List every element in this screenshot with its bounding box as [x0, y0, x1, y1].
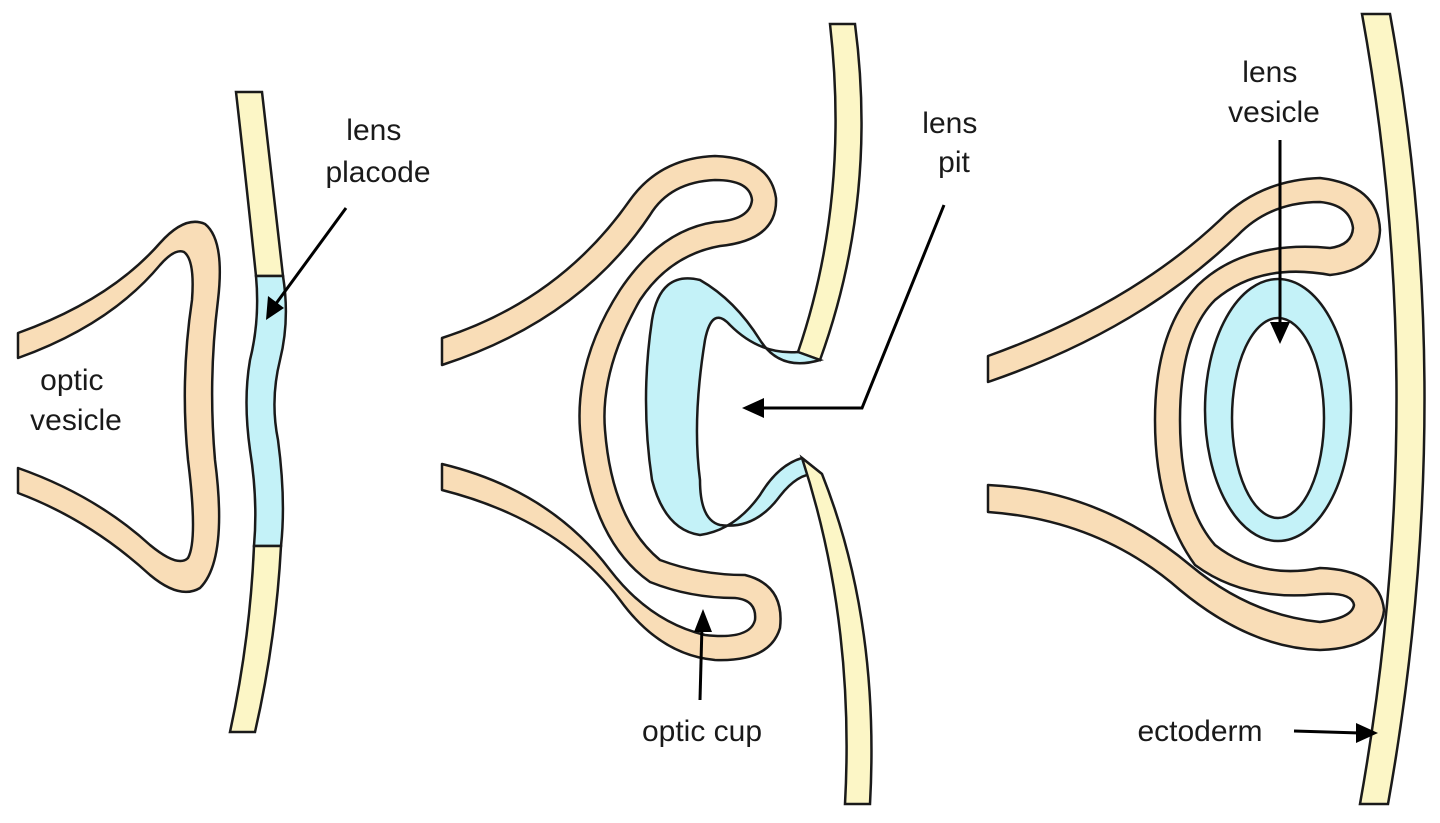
optic-vesicle-label: optic vesicle: [30, 364, 122, 437]
lens-pit-tissue: [644, 277, 824, 537]
lens-pit-arrowhead: [742, 398, 764, 418]
lens-pit-label-line2: pit: [938, 146, 970, 179]
arrows-group: [266, 140, 1378, 743]
ectoderm-strip: [1358, 12, 1426, 806]
optic-cup-tissue: [986, 176, 1386, 652]
lens-placode-label-line1: lens: [346, 114, 401, 147]
optic-vesicle-label-line1: optic: [40, 364, 103, 397]
lens-placode-arrowhead: [266, 296, 284, 320]
ectoderm-arrow: [1293, 729, 1361, 735]
optic-cup-arrow: [698, 624, 704, 701]
ectoderm-lower: [228, 544, 283, 734]
labels-group: lens placode optic vesicle lens pit opti…: [30, 56, 1320, 748]
stage-2-group: [440, 22, 873, 806]
lens-vesicle-label-line2: vesicle: [1228, 96, 1320, 129]
lens-vesicle-label-line1: lens: [1242, 56, 1297, 89]
optic-vesicle-label-line2: vesicle: [30, 404, 122, 437]
lens-vesicle-arrowhead: [1270, 322, 1290, 344]
lens-pit-label: lens pit: [922, 107, 985, 179]
lens-pit-label-line1: lens: [922, 107, 977, 140]
lens-pit-arrow: [760, 204, 946, 410]
lens-placode-label-line2: placode: [325, 156, 430, 189]
stage-3-group: [986, 12, 1426, 806]
optic-cup-label: optic cup: [642, 715, 762, 748]
ectoderm-lower: [799, 454, 873, 806]
lens-placode-label: lens placode: [325, 114, 430, 189]
ectoderm-upper: [234, 90, 285, 278]
optic-cup-tissue: [440, 154, 782, 662]
lens-placode-tissue: [245, 274, 288, 548]
ectoderm-arrowhead: [1356, 723, 1378, 743]
ectoderm-label: ectoderm: [1137, 715, 1262, 748]
ectoderm-upper: [796, 22, 863, 362]
stage-1-group: [16, 90, 288, 734]
lens-placode-arrow: [273, 207, 348, 306]
lens-vesicle-label: lens vesicle: [1228, 56, 1320, 129]
optic-vesicle-tissue: [16, 220, 222, 594]
optic-cup-arrowhead: [694, 609, 712, 632]
lens-vesicle-inner: [1230, 316, 1326, 520]
